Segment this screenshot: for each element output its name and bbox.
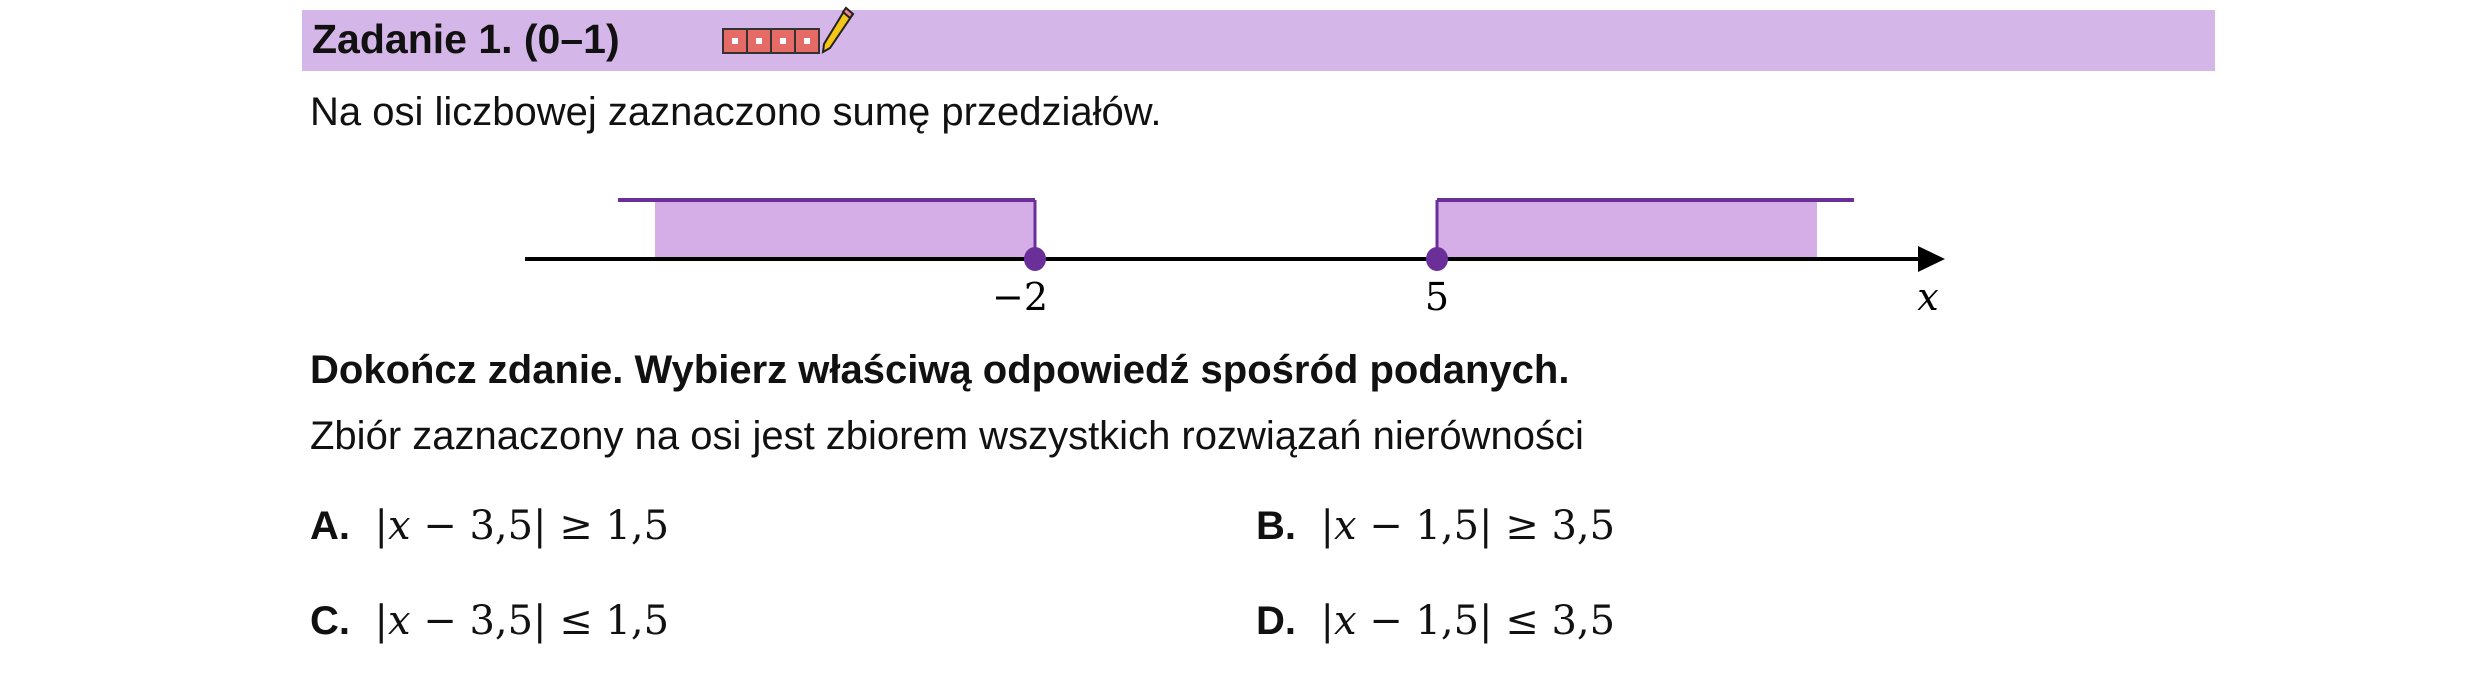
intro-text: Na osi liczbowej zaznaczono sumę przedzi…: [310, 90, 1162, 134]
option-formula: |x − 1,5| ≥ 3,5: [1320, 503, 1616, 549]
option-a[interactable]: A. |x − 3,5| ≥ 1,5: [310, 503, 669, 549]
option-formula: |x − 3,5| ≥ 1,5: [374, 503, 670, 549]
option-formula: |x − 1,5| ≤ 3,5: [1320, 598, 1616, 644]
task-header: Zadanie 1. (0–1): [302, 6, 2215, 71]
axis-label-x: x: [1917, 275, 1938, 319]
number-line: −2 5 x: [525, 198, 1945, 319]
option-c[interactable]: C. |x − 3,5| ≤ 1,5: [310, 598, 669, 644]
option-letter: A.: [310, 504, 350, 548]
task-title: Zadanie 1. (0–1): [312, 16, 620, 62]
pencil-icon: [821, 6, 855, 54]
score-boxes-icon: [722, 28, 820, 54]
axis-arrow-icon: [1918, 246, 1945, 272]
option-b[interactable]: B. |x − 1,5| ≥ 3,5: [1256, 503, 1615, 549]
point-5: [1426, 247, 1448, 271]
label-5: 5: [1425, 275, 1449, 319]
option-letter: D.: [1256, 599, 1296, 643]
shaded-interval-left: [655, 200, 1035, 259]
shaded-interval-right: [1437, 200, 1817, 259]
option-formula: |x − 3,5| ≤ 1,5: [374, 598, 670, 644]
question: Zbiór zaznaczony na osi jest zbiorem wsz…: [310, 414, 1584, 458]
label-minus-2: −2: [992, 275, 1048, 319]
option-letter: B.: [1256, 504, 1296, 548]
option-d[interactable]: D. |x − 1,5| ≤ 3,5: [1256, 598, 1615, 644]
option-letter: C.: [310, 599, 350, 643]
instruction: Dokończ zdanie. Wybierz właściwą odpowie…: [310, 348, 1570, 392]
point-minus-2: [1024, 247, 1046, 271]
